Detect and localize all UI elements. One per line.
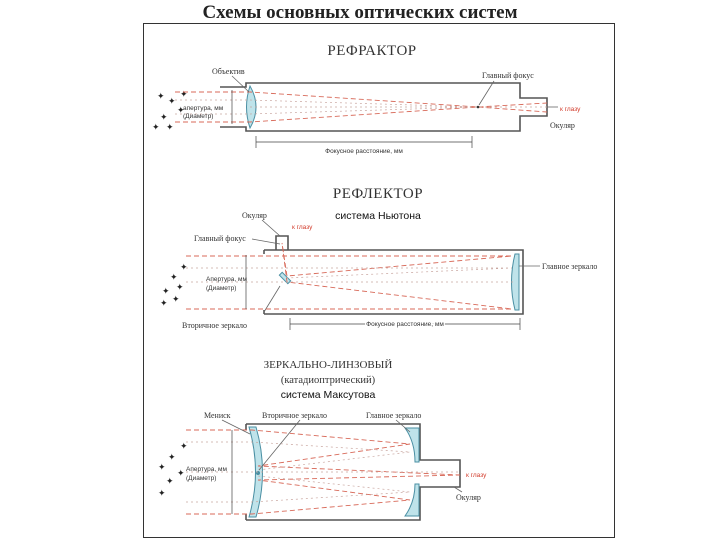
svg-text:✦: ✦ — [168, 96, 176, 106]
svg-text:✦: ✦ — [158, 462, 166, 472]
svg-text:✦: ✦ — [177, 468, 185, 478]
leader-line — [251, 238, 281, 245]
reflector-heading: РЕФЛЕКТОР — [333, 186, 423, 202]
svg-text:✦: ✦ — [160, 112, 168, 122]
svg-text:✦: ✦ — [176, 282, 184, 292]
reflector-tube — [264, 249, 524, 315]
main-mirror — [511, 253, 520, 311]
maksutov-heading-2: (катадиоптрический) — [281, 375, 376, 386]
aperture-label: апертура, мм — [183, 105, 224, 112]
diagram-frame — [143, 23, 615, 538]
aperture-label: Апертура, мм — [186, 466, 227, 473]
svg-text:✦: ✦ — [180, 441, 188, 451]
svg-text:✦: ✦ — [180, 89, 188, 99]
slide-title: Схемы основных оптических систем — [202, 2, 518, 23]
light-ray — [186, 441, 411, 471]
svg-text:✦: ✦ — [162, 286, 170, 296]
aperture-label-2: (Диаметр) — [206, 285, 236, 292]
main-mirror — [404, 483, 420, 517]
maksutov-subheading: система Максутова — [281, 389, 376, 401]
aperture-label-2: (Диаметр) — [183, 113, 213, 120]
reflector-diagram: РЕФЛЕКТОР система Ньютона ✦✦ ✦✦ ✦✦ Аперт… — [160, 186, 597, 330]
leader-line — [395, 419, 411, 433]
svg-text:✦: ✦ — [158, 488, 166, 498]
svg-text:✦: ✦ — [166, 122, 174, 132]
light-ray — [186, 242, 513, 277]
svg-text:✦: ✦ — [160, 298, 168, 308]
leader-line — [221, 419, 251, 435]
svg-text:✦: ✦ — [166, 476, 174, 486]
leader-line — [478, 80, 495, 106]
main-mirror-label: Главное зеркало — [542, 262, 597, 271]
leader-line — [258, 419, 301, 471]
stars-icon: ✦✦ ✦✦ ✦✦ — [160, 262, 188, 308]
focal-length-label: Фокусное расстояние, мм — [366, 321, 444, 328]
stars-icon: ✦✦ ✦✦ ✦✦ — [158, 441, 188, 498]
maksutov-diagram: ЗЕРКАЛЬНО-ЛИНЗОВЫЙ (катадиоптрический) с… — [158, 359, 487, 521]
refractor-diagram: РЕФРАКТОР ✦✦ ✦✦ ✦✦ ✦ апертура, мм (Диаме… — [152, 43, 581, 155]
svg-text:✦: ✦ — [177, 105, 185, 115]
light-ray — [186, 475, 411, 503]
main-mirror-label: Главное зеркало — [366, 411, 421, 420]
light-ray — [175, 91, 548, 108]
leader-line — [231, 75, 250, 93]
refractor-heading: РЕФРАКТОР — [327, 43, 416, 59]
leader-line — [453, 486, 463, 493]
aperture-label-2: (Диаметр) — [186, 475, 216, 482]
svg-text:✦: ✦ — [152, 122, 160, 132]
maksutov-tube — [246, 423, 461, 521]
reflector-subheading: система Ньютона — [335, 210, 421, 222]
to-eye-label: к глазу — [292, 224, 313, 231]
light-ray — [175, 99, 479, 108]
eyepiece-label: Окуляр — [550, 121, 575, 130]
main-mirror — [404, 427, 420, 463]
meniscus-lens — [248, 426, 263, 518]
eyepiece-label: Окуляр — [456, 493, 481, 502]
refractor-tube — [220, 82, 548, 132]
light-ray — [186, 242, 513, 310]
svg-text:✦: ✦ — [180, 262, 188, 272]
light-ray — [175, 106, 479, 115]
svg-text:✦: ✦ — [157, 91, 165, 101]
stars-icon: ✦✦ ✦✦ ✦✦ ✦ — [152, 89, 188, 132]
light-ray — [175, 106, 548, 123]
maksutov-heading: ЗЕРКАЛЬНО-ЛИНЗОВЫЙ — [264, 359, 393, 371]
light-ray — [186, 267, 513, 279]
svg-text:✦: ✦ — [168, 452, 176, 462]
to-eye-label: к глазу — [560, 106, 581, 113]
secondary-mirror — [278, 271, 292, 285]
meniscus-label: Мениск — [204, 411, 231, 420]
secondary-mirror-label: Вторичное зеркало — [262, 411, 327, 420]
leader-line — [261, 219, 281, 237]
leader-line — [263, 285, 281, 313]
light-ray — [186, 429, 461, 476]
main-focus-label: Главный фокус — [482, 71, 534, 80]
svg-text:✦: ✦ — [170, 272, 178, 282]
objective-label: Объектив — [212, 67, 245, 76]
eyepiece-label: Окуляр — [242, 211, 267, 220]
light-ray — [186, 474, 461, 515]
svg-text:✦: ✦ — [172, 294, 180, 304]
focus-point — [476, 105, 480, 109]
secondary-mirror — [256, 471, 260, 475]
main-focus-label: Главный фокус — [194, 234, 246, 243]
aperture-label: Апертура, мм — [206, 276, 247, 283]
to-eye-label: к глазу — [466, 472, 487, 479]
secondary-mirror-label: Вторичное зеркало — [182, 321, 247, 330]
focal-length-label: Фокусное расстояние, мм — [325, 148, 403, 155]
